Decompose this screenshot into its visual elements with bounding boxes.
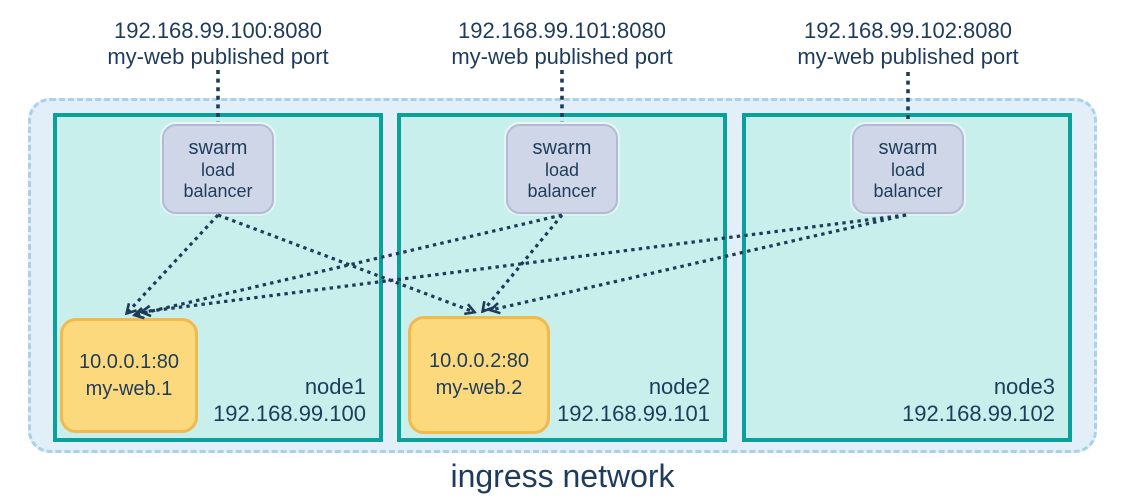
load-balancer-label: load	[200, 159, 236, 180]
node-name: node3	[993, 374, 1055, 399]
published-port-label-node3: 192.168.99.102:8080 my-web published por…	[748, 18, 1068, 70]
swarm-load-balancer-node1: swarm load balancer	[162, 124, 274, 214]
load-balancer-label: balancer	[183, 180, 253, 201]
node-name: node2	[648, 374, 710, 399]
task-name: my-web.1	[85, 377, 173, 400]
published-port-address: 192.168.99.102:8080	[804, 18, 1012, 43]
task-box-my-web-2: 10.0.0.2:80 my-web.2	[408, 316, 550, 434]
node-label: node1 192.168.99.100	[213, 373, 366, 427]
swarm-load-balancer-node3: swarm load balancer	[852, 124, 964, 214]
load-balancer-label: balancer	[873, 180, 943, 201]
load-balancer-label: load	[544, 159, 580, 180]
node-label: node3 192.168.99.102	[902, 373, 1055, 427]
published-port-caption: my-web published port	[797, 44, 1019, 69]
task-address: 10.0.0.2:80	[428, 350, 530, 372]
load-balancer-label: balancer	[527, 180, 597, 201]
node-ip: 192.168.99.100	[213, 401, 366, 426]
ingress-network-title: ingress network	[450, 458, 675, 494]
swarm-load-balancer-node2: swarm load balancer	[506, 124, 618, 214]
published-port-address: 192.168.99.101:8080	[458, 18, 666, 43]
load-balancer-label: swarm	[532, 136, 592, 159]
load-balancer-label: swarm	[878, 136, 938, 159]
task-address: 10.0.0.1:80	[78, 350, 180, 373]
published-port-address: 192.168.99.100:8080	[114, 18, 322, 43]
load-balancer-label: swarm	[188, 136, 248, 159]
task-box-my-web-1: 10.0.0.1:80 my-web.1	[60, 318, 198, 433]
node-label: node2 192.168.99.101	[557, 373, 710, 427]
published-port-label-node2: 192.168.99.101:8080 my-web published por…	[402, 18, 722, 70]
published-port-caption: my-web published port	[451, 44, 673, 69]
published-port-caption: my-web published port	[107, 44, 329, 69]
published-port-label-node1: 192.168.99.100:8080 my-web published por…	[58, 18, 378, 70]
task-name: my-web.2	[435, 377, 523, 399]
node-ip: 192.168.99.101	[557, 401, 710, 426]
load-balancer-label: load	[890, 159, 926, 180]
node-ip: 192.168.99.102	[902, 401, 1055, 426]
node-name: node1	[304, 374, 366, 399]
